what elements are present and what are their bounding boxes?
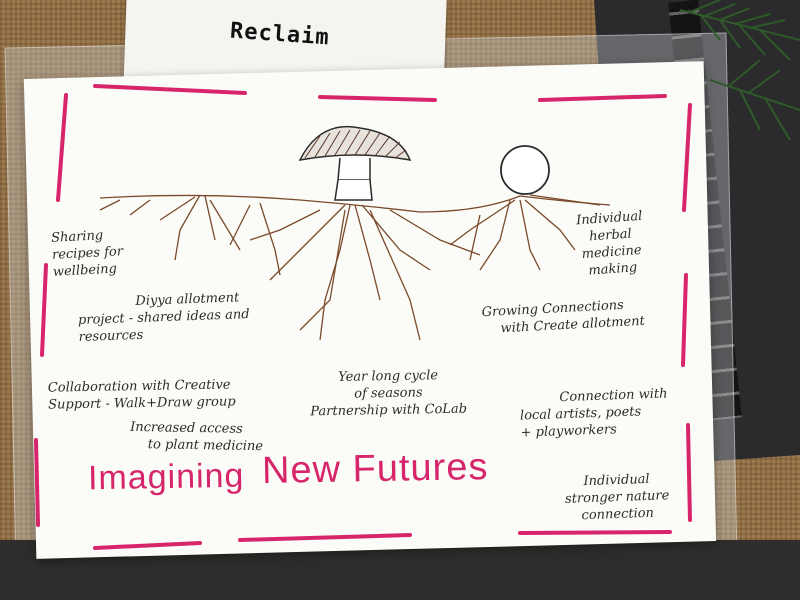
poster-title-new-futures: New Futures [261, 446, 489, 492]
round-fruit-icon [500, 145, 550, 195]
poster-title-imagining: Imagining [87, 456, 245, 498]
mushroom-icon [298, 126, 412, 201]
mycelium-roots [99, 194, 611, 341]
pine-branch-icon [680, 0, 800, 141]
pink-border [34, 84, 692, 550]
